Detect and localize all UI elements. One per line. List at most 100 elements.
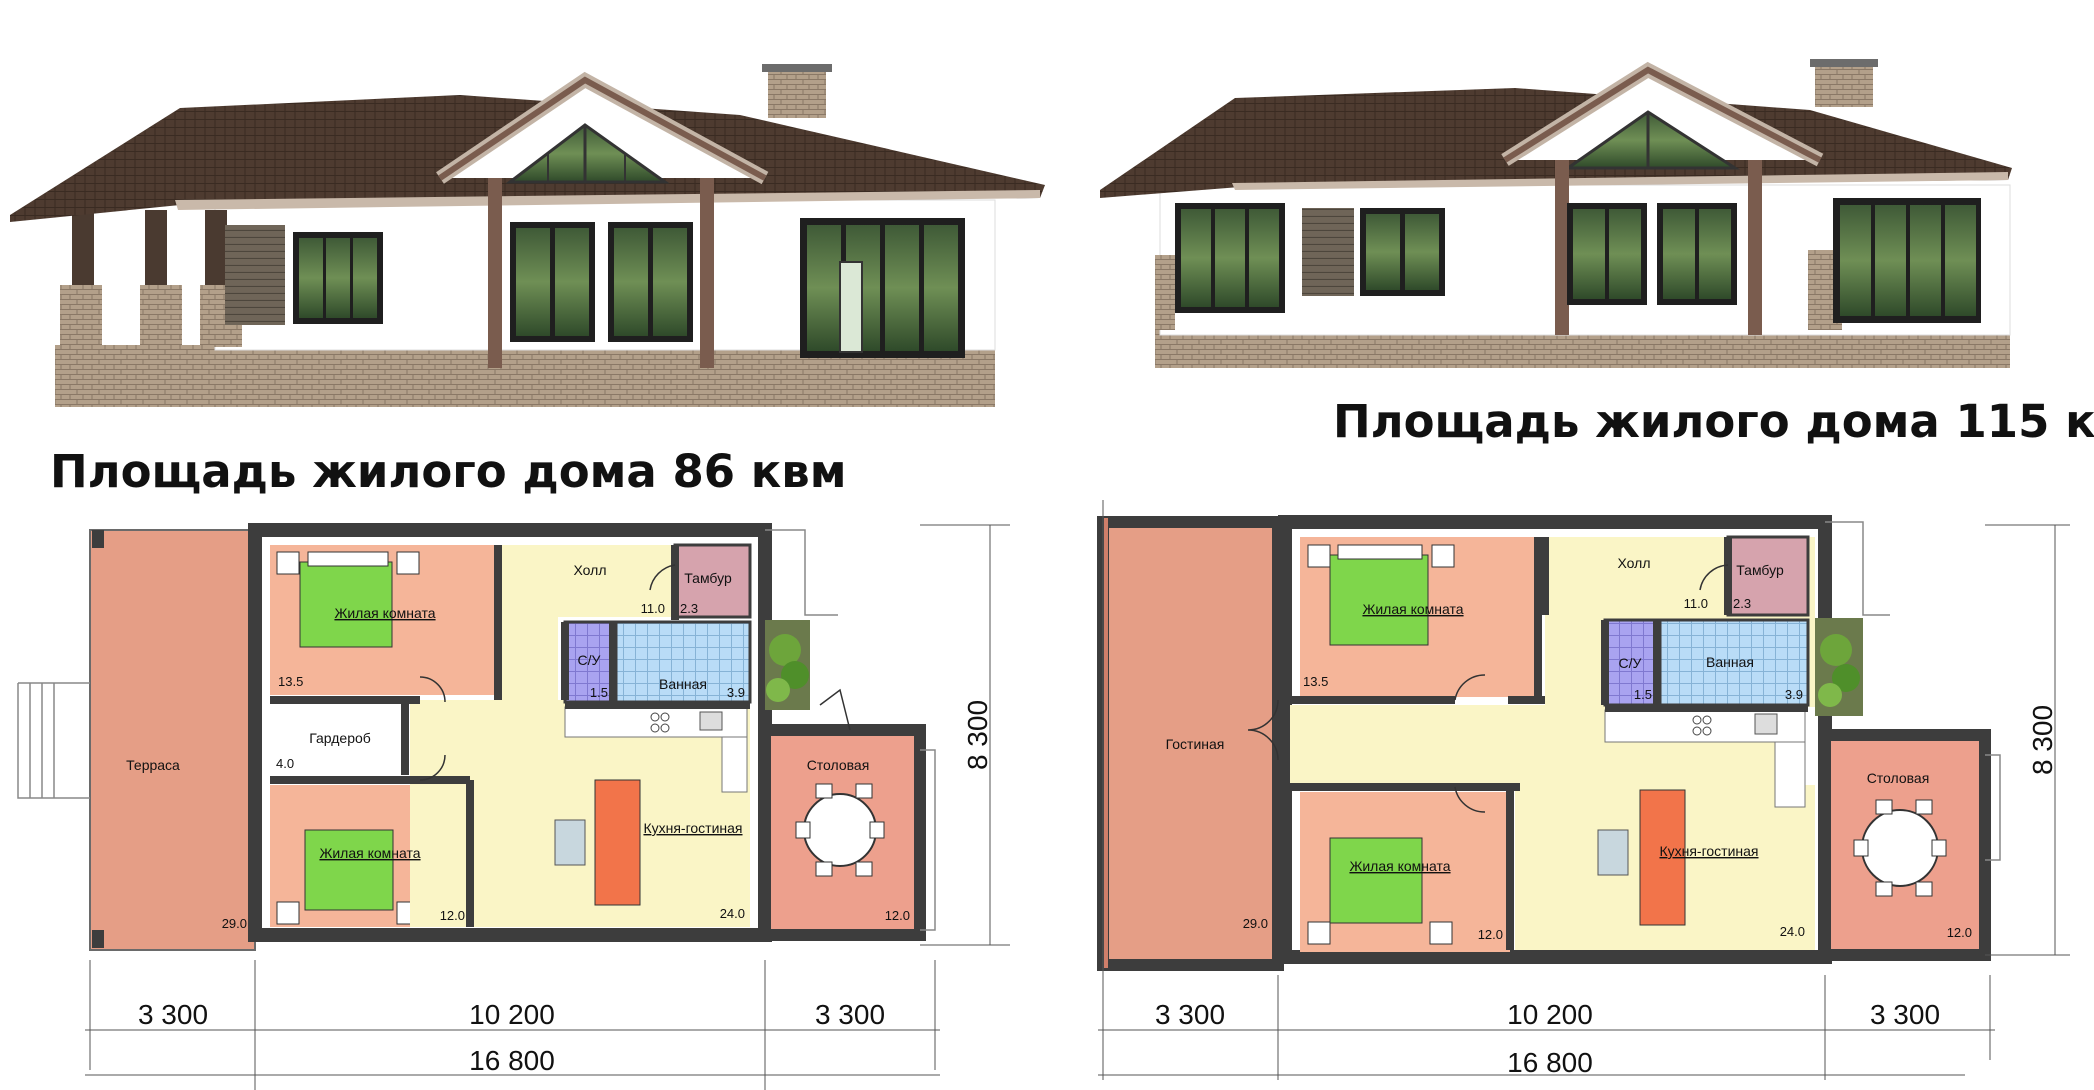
window (608, 222, 693, 342)
bed (1329, 554, 1429, 646)
coffee-table (554, 819, 586, 866)
dim-middle: 10 200 (1507, 999, 1593, 1030)
chimney (1815, 65, 1873, 107)
house-2-elevation (1100, 59, 2012, 368)
chimney-cap (762, 64, 832, 72)
wc-area: 1.5 (590, 685, 608, 700)
bedroom-2-area: 12.0 (1478, 927, 1503, 942)
dining-table (803, 793, 877, 867)
vestibule-area: 2.3 (680, 601, 698, 616)
roof-fascia (1232, 172, 2008, 190)
chimney-cap (1810, 59, 1878, 67)
wc-label: С/У (578, 652, 601, 668)
dining-area: 12.0 (885, 908, 910, 923)
bedroom-1-label: Жилая комната (1362, 601, 1463, 617)
bedroom-2-label: Жилая комната (1349, 858, 1450, 874)
terrace-area (89, 529, 256, 951)
vestibule (1726, 535, 1810, 617)
house-2-heading: Площадь жилого дома 115 квм (1333, 395, 2094, 448)
wardrobe (270, 705, 405, 773)
dim-total: 16 800 (469, 1045, 555, 1076)
gable-post (488, 178, 502, 368)
kitchen-area: 24.0 (720, 906, 745, 921)
bath-area: 3.9 (1785, 687, 1803, 702)
window (1833, 198, 1981, 323)
kitchen-area: 24.0 (1780, 924, 1805, 939)
coffee-table (1597, 829, 1629, 876)
window (510, 222, 595, 342)
wardrobe-label: Гардероб (309, 730, 371, 746)
window (293, 232, 383, 324)
house-1-elevation (10, 64, 1045, 407)
window (800, 218, 965, 358)
terrace-steps (17, 682, 90, 799)
bath-label: Ванная (1706, 654, 1754, 670)
dim-middle: 10 200 (469, 999, 555, 1030)
column-base (60, 285, 102, 347)
hall-area: 11.0 (1684, 596, 1708, 611)
bedroom-1-label: Жилая комната (334, 605, 435, 621)
siding-panel (225, 225, 285, 325)
dim-depth: 8 300 (2027, 705, 2058, 775)
chimney (768, 70, 826, 118)
house-1-floor-plan: Терраса 29.0 Жилая комната 13.5 Холл 11.… (17, 523, 1010, 1090)
dining-label: Столовая (1867, 770, 1930, 786)
bath-area: 3.9 (727, 685, 745, 700)
bed (304, 829, 394, 911)
bathroom (1658, 618, 1810, 707)
living-room (1097, 516, 1284, 971)
wardrobe-area: 4.0 (276, 756, 294, 771)
bed (1329, 837, 1423, 924)
roof-fascia (175, 190, 1040, 210)
dining-label: Столовая (807, 757, 870, 773)
bedroom-1-area: 13.5 (1303, 674, 1328, 689)
column-base (140, 285, 182, 347)
bedroom-2-label: Жилая комната (319, 845, 420, 861)
dim-left: 3 300 (138, 999, 208, 1030)
sofa (1639, 789, 1686, 926)
living-label: Гостиная (1166, 736, 1225, 752)
window (1567, 203, 1647, 305)
window (1657, 203, 1737, 305)
window (1175, 203, 1285, 313)
bedroom-1-area: 13.5 (278, 674, 303, 689)
dim-total: 16 800 (1507, 1047, 1593, 1078)
gable-window (1563, 110, 1741, 170)
gable-post (700, 178, 714, 368)
bed (299, 561, 393, 648)
bedroom-2-area: 12.0 (440, 908, 465, 923)
kitchen-label: Кухня-гостиная (643, 820, 742, 836)
gable-post (1748, 160, 1762, 335)
entry-door (839, 261, 863, 353)
kitchen-label: Кухня-гостиная (1659, 843, 1758, 859)
vestibule-area: 2.3 (1733, 596, 1751, 611)
dining-area: 12.0 (1947, 925, 1972, 940)
corner-stone (1155, 255, 1175, 330)
stone-plinth (1155, 330, 2010, 368)
window (1360, 208, 1445, 296)
wc-label: С/У (1619, 655, 1642, 671)
dim-right: 3 300 (815, 999, 885, 1030)
dining-table (1861, 809, 1939, 887)
hall-label: Холл (574, 562, 607, 578)
dim-right: 3 300 (1870, 999, 1940, 1030)
terrace-area-label: 29.0 (222, 916, 247, 931)
gable-wall (440, 80, 765, 178)
siding-panel (1302, 208, 1354, 296)
bath-label: Ванная (659, 676, 707, 692)
dining-room (759, 724, 926, 941)
sofa (594, 779, 641, 906)
gable-trim-inner (438, 76, 767, 181)
vestibule-label: Тамбур (684, 570, 732, 586)
gable-post (1555, 160, 1569, 335)
hall-area: 11.0 (641, 601, 665, 616)
dim-depth: 8 300 (962, 700, 993, 770)
vestibule-label: Тамбур (1736, 562, 1784, 578)
living-area: 29.0 (1243, 916, 1268, 931)
dim-left: 3 300 (1155, 999, 1225, 1030)
house-2-floor-plan: Гостиная 29.0 Жилая комната 13.5 Холл 11… (1097, 500, 2070, 1080)
house-1-heading: Площадь жилого дома 86 квм (50, 445, 847, 498)
dining-room (1819, 729, 1991, 961)
hall-label: Холл (1618, 555, 1651, 571)
